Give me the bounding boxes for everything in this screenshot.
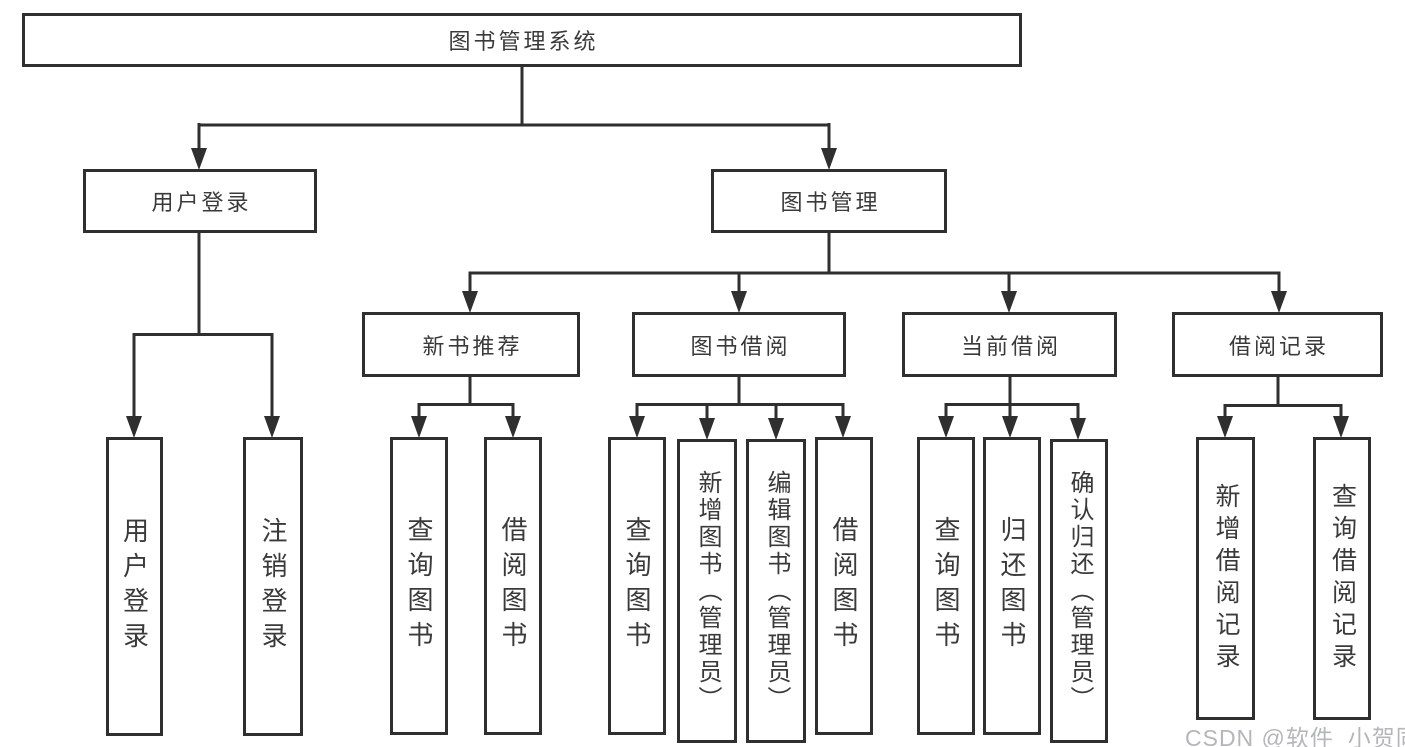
node-query-books-recommend-label: 查询图书 [404, 516, 434, 656]
node-edit-books-admin: 编辑图书（管理员） [746, 439, 806, 743]
node-edit-books-admin-label: 编辑图书（管理员） [763, 469, 790, 713]
node-user-login-label: 用户登录 [151, 190, 252, 215]
node-user-login-leaf-label: 用户登录 [119, 516, 150, 657]
node-current-borrowing-label: 当前借阅 [960, 333, 1061, 359]
node-confirm-return-admin-label: 确认归还（管理员） [1066, 469, 1093, 713]
node-new-book-recommend-label: 新书推荐 [422, 333, 523, 359]
node-book-borrowing-label: 图书借阅 [690, 333, 791, 359]
node-user-login: 用户登录 [83, 169, 317, 233]
node-add-books-admin-label: 新增图书（管理员） [694, 469, 721, 713]
node-query-books-current-label: 查询图书 [931, 516, 961, 656]
node-book-management-label: 图书管理 [780, 190, 881, 215]
node-borrowing-records: 借阅记录 [1172, 312, 1383, 377]
node-book-management: 图书管理 [711, 169, 947, 233]
node-library-system: 图书管理系统 [22, 13, 1022, 67]
node-borrow-books-recommend-label: 借阅图书 [498, 516, 528, 656]
node-query-borrow-record-label: 查询借阅记录 [1328, 482, 1357, 675]
node-query-books-borrowing-label: 查询图书 [622, 516, 652, 656]
node-add-borrow-record: 新增借阅记录 [1196, 437, 1255, 720]
node-query-books-borrowing: 查询图书 [608, 437, 666, 735]
node-query-borrow-record: 查询借阅记录 [1313, 437, 1371, 720]
node-new-book-recommend: 新书推荐 [362, 312, 580, 377]
node-library-system-label: 图书管理系统 [448, 29, 599, 54]
node-add-books-admin: 新增图书（管理员） [677, 439, 737, 743]
node-logout-leaf: 注销登录 [243, 437, 303, 736]
node-add-borrow-record-label: 新增借阅记录 [1212, 482, 1240, 675]
node-book-borrowing: 图书借阅 [632, 312, 846, 377]
node-confirm-return-admin: 确认归还（管理员） [1050, 439, 1108, 743]
node-current-borrowing: 当前借阅 [902, 312, 1117, 377]
node-return-books: 归还图书 [983, 437, 1041, 735]
node-user-login-leaf: 用户登录 [106, 437, 163, 736]
node-return-books-label: 归还图书 [997, 516, 1027, 656]
node-borrow-books-recommend: 借阅图书 [484, 437, 542, 735]
node-query-books-current: 查询图书 [917, 437, 975, 735]
node-borrowing-records-label: 借阅记录 [1228, 333, 1329, 359]
watermark-text: CSDN @软件_小贺同学 [1185, 725, 1405, 747]
node-logout-leaf-label: 注销登录 [258, 516, 288, 657]
node-query-books-recommend: 查询图书 [390, 437, 448, 735]
node-borrow-books-borrowing-label: 借阅图书 [829, 516, 859, 656]
node-borrow-books-borrowing: 借阅图书 [815, 437, 873, 735]
